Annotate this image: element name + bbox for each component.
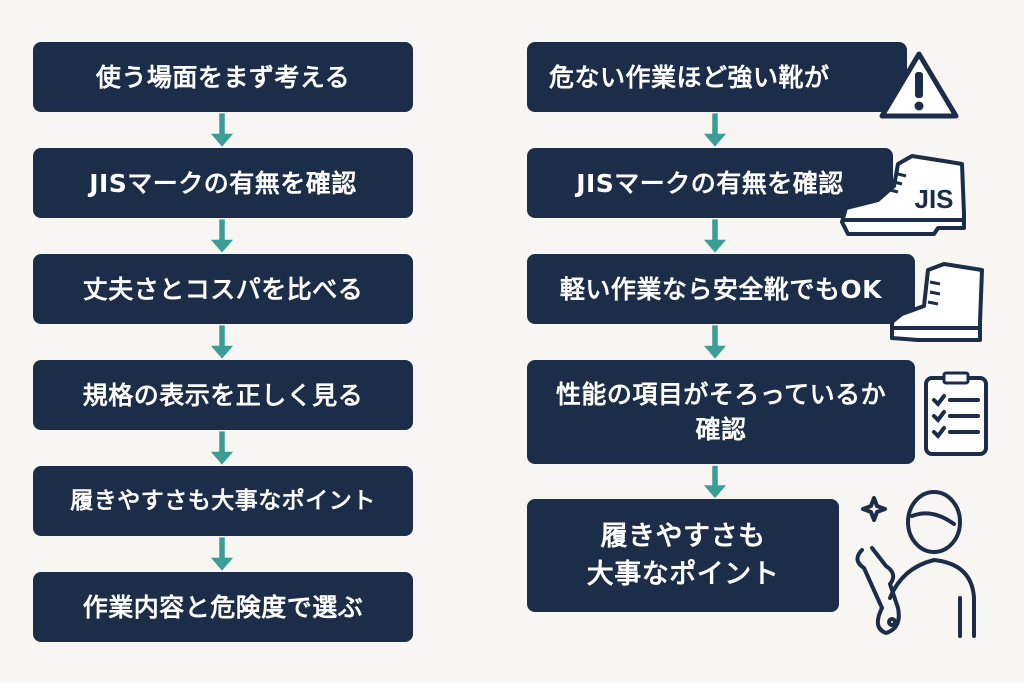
left-step-5: 履きやすさも大事なポイント <box>33 466 413 536</box>
left-step-6: 作業内容と危険度で選ぶ <box>33 572 413 642</box>
sparkle-icon <box>861 496 887 522</box>
left-step-2: JISマークの有無を確認 <box>33 148 413 218</box>
down-arrow-icon <box>210 431 234 465</box>
down-arrow-icon <box>210 325 234 359</box>
down-arrow-icon <box>210 219 234 253</box>
down-arrow-icon <box>703 219 727 253</box>
down-arrow-icon <box>703 465 727 499</box>
jis-label: JIS <box>914 184 953 214</box>
right-step-5: 履きやすさも 大事なポイント <box>527 499 839 612</box>
right-step-3: 軽い作業なら安全靴でもOK <box>527 254 915 324</box>
down-arrow-icon <box>703 325 727 359</box>
boot-icon <box>890 262 984 342</box>
right-step-1: 危ない作業ほど強い靴が <box>527 42 907 112</box>
jis-boot-icon: JIS <box>840 154 966 236</box>
left-step-3: 丈夫さとコスパを比べる <box>33 254 413 324</box>
down-arrow-icon <box>703 113 727 147</box>
down-arrow-icon <box>210 113 234 147</box>
right-step-2: JISマークの有無を確認 <box>527 148 893 218</box>
left-step-1: 使う場面をまず考える <box>33 42 413 112</box>
clipboard-checklist-icon <box>924 371 988 456</box>
down-arrow-icon <box>210 537 234 571</box>
left-step-4: 規格の表示を正しく見る <box>33 360 413 430</box>
worker-with-wrench-icon <box>855 490 976 638</box>
warning-triangle-icon <box>879 51 959 119</box>
right-step-4: 性能の項目がそろっているか 確認 <box>527 360 915 464</box>
